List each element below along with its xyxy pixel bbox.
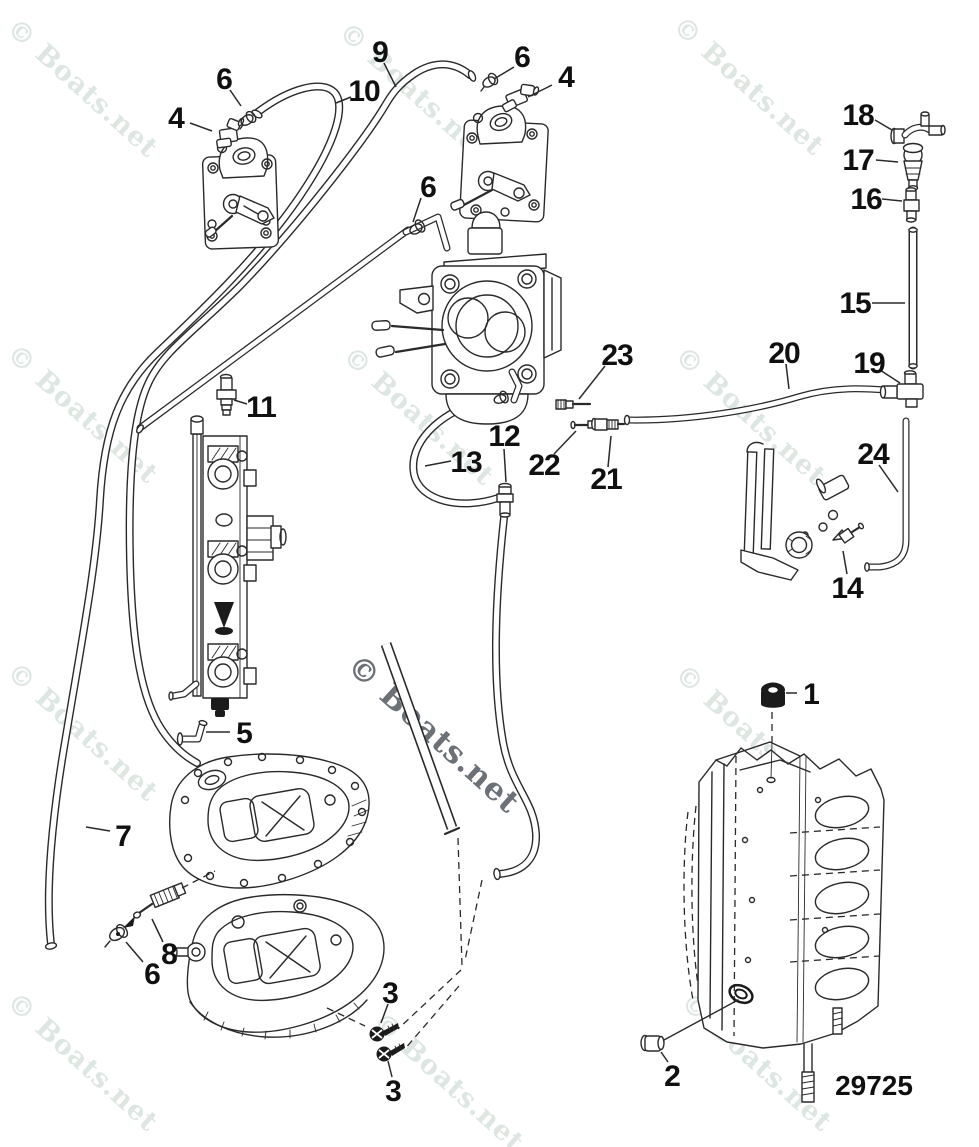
- callout-label-13: 13: [450, 446, 482, 479]
- callout-label-21: 21: [590, 463, 622, 496]
- screw-3-upper: [369, 1023, 399, 1042]
- callout-label-2: 2: [664, 1060, 680, 1093]
- screw-3-lower: [376, 1043, 405, 1062]
- callout-leader-6: [412, 197, 422, 223]
- callout-label-6: 6: [514, 41, 530, 74]
- callout-leader-17: [875, 159, 899, 163]
- callout-label-20: 20: [768, 337, 800, 370]
- callout-leader-11: [233, 399, 248, 405]
- callout-leader-3: [380, 1003, 389, 1024]
- callout-leader-24: [878, 464, 899, 493]
- callout-leader-6: [493, 66, 515, 80]
- fuel-pump-1: [201, 110, 280, 250]
- fuel-rail: [168, 415, 287, 717]
- intake-manifold-lower: [172, 893, 385, 1040]
- check-valve-14: [832, 522, 865, 544]
- callout-label-1: 1: [803, 678, 819, 711]
- callout-label-9: 9: [372, 36, 388, 69]
- needle-valve-8: [123, 882, 187, 928]
- callout-label-7: 7: [115, 820, 131, 853]
- drawing-number: 29725: [835, 1070, 913, 1101]
- callout-label-10: 10: [348, 75, 380, 108]
- callout-leader-4: [527, 84, 553, 98]
- callout-leader-10: [335, 96, 352, 104]
- callout-label-8: 8: [161, 938, 177, 971]
- callout-leader-4: [189, 122, 213, 132]
- tube-15: [908, 226, 918, 370]
- fitting-12: [496, 482, 514, 518]
- callout-label-6: 6: [144, 958, 160, 991]
- callout-label-12: 12: [488, 420, 520, 453]
- hose-from-fitting-12: [491, 514, 541, 881]
- assembly-dashed-lines: [181, 837, 483, 1051]
- fitting-18: [890, 111, 946, 145]
- callout-label-24: 24: [857, 438, 890, 471]
- rigid-tube-to-block: [380, 642, 461, 836]
- hose-13: [409, 398, 502, 508]
- callout-label-17: 17: [842, 144, 874, 177]
- callout-label-6: 6: [420, 171, 436, 204]
- cap-1: [761, 682, 785, 784]
- fitting-22: [570, 420, 595, 430]
- fitting-21: [591, 417, 626, 431]
- callout-label-19: 19: [853, 347, 885, 380]
- callout-leader-16: [881, 198, 903, 202]
- tee-fitting-19: [879, 370, 924, 408]
- watermark: © Boats.net: [667, 11, 830, 163]
- callout-label-3: 3: [385, 1075, 401, 1108]
- hose-20: [623, 385, 904, 426]
- callout-leader-21: [607, 435, 612, 468]
- callout-leader-3: [387, 1060, 393, 1078]
- callout-leader-2: [660, 1051, 669, 1063]
- callout-leader-22: [553, 430, 577, 455]
- callout-label-6: 6: [216, 63, 232, 96]
- callout-leader-23: [578, 365, 606, 400]
- callout-label-16: 16: [850, 183, 882, 216]
- callout-leader-13: [424, 460, 452, 467]
- callout-leader-14: [842, 550, 848, 575]
- watermark: © Boats.net: [1, 987, 164, 1139]
- callout-label-18: 18: [842, 99, 874, 132]
- intake-manifold-upper: [169, 752, 370, 889]
- hose-24: [864, 417, 910, 572]
- callout-label-22: 22: [528, 449, 560, 482]
- clamp-6-lower: [104, 924, 129, 948]
- callout-leader-20: [785, 363, 790, 390]
- callout-label-11: 11: [246, 391, 276, 424]
- carburetor: [371, 211, 562, 425]
- fitting-11: [216, 373, 237, 416]
- fuel-line-to-carburetor: [136, 226, 412, 434]
- callout-label-5: 5: [236, 717, 252, 750]
- connector-16: [903, 187, 920, 223]
- callout-leader-18: [874, 119, 893, 131]
- callout-leader-12: [503, 448, 507, 483]
- callout-label-3: 3: [382, 977, 398, 1010]
- fuel-pump-2: [450, 72, 549, 223]
- plug-2: [640, 999, 739, 1052]
- hose-9: [125, 60, 477, 767]
- callout-leader-7: [85, 826, 111, 832]
- callout-label-4: 4: [168, 102, 185, 135]
- fitting-23: [555, 399, 592, 410]
- bracket-assembly: [740, 441, 850, 581]
- callout-label-4: 4: [558, 61, 575, 94]
- callout-leader-6: [229, 89, 242, 107]
- callout-label-14: 14: [831, 572, 864, 605]
- callout-leader-8: [151, 918, 164, 943]
- callout-label-15: 15: [839, 287, 871, 320]
- callout-label-23: 23: [601, 339, 633, 372]
- filter-17: [902, 142, 924, 191]
- callout-leader-6: [125, 941, 144, 963]
- cylinder-block: [683, 741, 885, 1103]
- callout-leader-9: [383, 62, 397, 88]
- callout-leader-19: [879, 369, 901, 384]
- watermark: © Boats.net: [1, 13, 164, 165]
- elbow-5: [176, 719, 208, 746]
